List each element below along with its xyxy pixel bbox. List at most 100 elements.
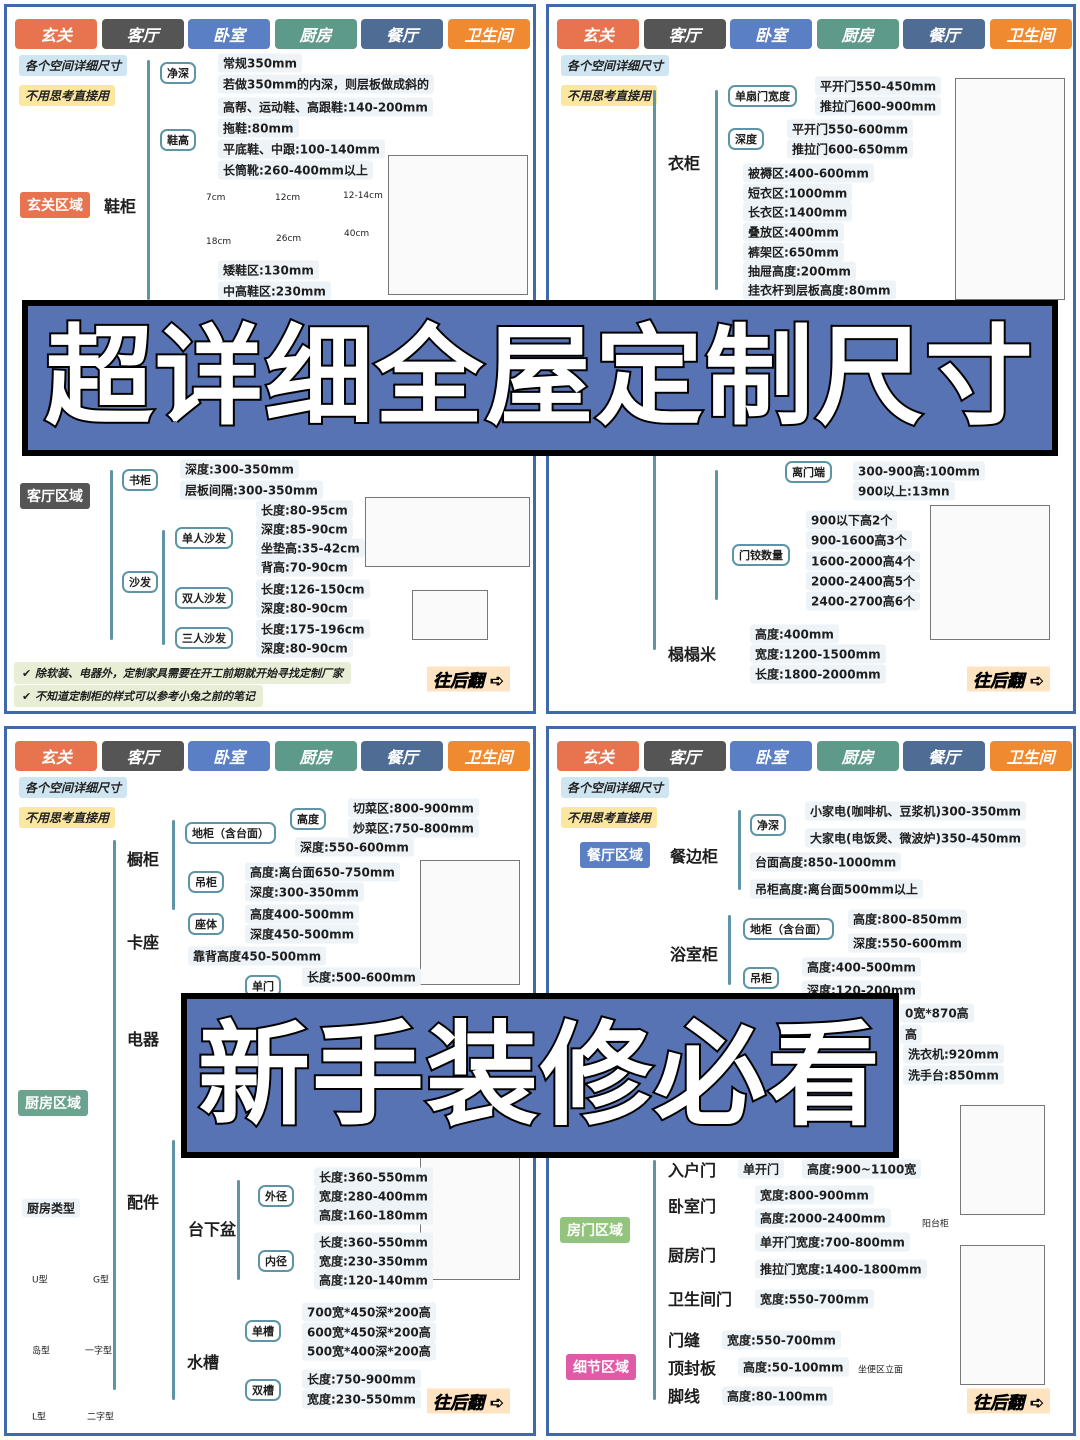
tab-4[interactable]: 餐厅 xyxy=(903,741,985,771)
dimension-illustration xyxy=(960,1105,1045,1215)
figure-caption: 18cm xyxy=(206,237,232,247)
branch-node: 地柜（含台面） xyxy=(185,822,276,844)
tab-3[interactable]: 厨房 xyxy=(816,741,899,771)
dimension-value: 500宽*400深*200高 xyxy=(302,1341,436,1361)
tab-5[interactable]: 卫生间 xyxy=(447,19,530,49)
dimension-value: 长度:750-900mm xyxy=(302,1369,421,1389)
dimension-value: 高度:800-850mm xyxy=(848,909,967,929)
tab-2[interactable]: 卧室 xyxy=(188,741,270,771)
figure-caption: 7cm xyxy=(206,193,226,203)
tab-0[interactable]: 玄关 xyxy=(557,741,639,771)
dimension-value: 坐垫高:35-42cm xyxy=(256,538,365,558)
figure-caption: 26cm xyxy=(276,234,302,244)
dimension-value: 长度:126-150cm xyxy=(256,579,370,599)
tab-1[interactable]: 客厅 xyxy=(101,19,184,49)
dimension-value: 常规350mm xyxy=(218,53,303,73)
header-title: 各个空间详细尺寸 xyxy=(561,55,670,76)
category-label: 橱柜 xyxy=(127,850,160,869)
tab-2[interactable]: 卧室 xyxy=(730,19,812,49)
dimension-value: 900-1600高3个 xyxy=(806,530,912,550)
category-label: 浴室柜 xyxy=(670,945,719,964)
dimension-value: 宽度:280-400mm xyxy=(314,1186,433,1206)
dimension-value: 900以下高2个 xyxy=(806,510,898,530)
header-title: 各个空间详细尺寸 xyxy=(19,777,128,798)
branch-node: 门铰数量 xyxy=(732,544,790,566)
tab-5[interactable]: 卫生间 xyxy=(989,19,1072,49)
dimension-value: 高帮、运动鞋、高跟鞋:140-200mm xyxy=(218,97,433,117)
title-banner: 超详细全屋定制尺寸 xyxy=(22,300,1058,456)
tab-1[interactable]: 客厅 xyxy=(101,741,184,771)
tree-connector xyxy=(715,470,718,600)
dimension-value: 中高鞋区:230mm xyxy=(218,281,331,301)
figure-caption: 岛型 xyxy=(32,1346,51,1357)
branch-node: 离门端 xyxy=(785,461,832,483)
dimension-value: 高度:2000-2400mm xyxy=(755,1208,891,1228)
header-subtitle: 不用思考直接用 xyxy=(19,807,116,828)
dimension-value: 若做350mm的内深，则层板做成斜的 xyxy=(218,74,435,94)
dimension-value: 深度:550-600mm xyxy=(295,837,414,857)
tip-note: ✔ 不知道定制柜的样式可以参考小兔之前的笔记 xyxy=(14,685,264,707)
dimension-value: 矮鞋区:130mm xyxy=(218,260,319,280)
dimension-illustration xyxy=(420,860,520,985)
dimension-value: 高度:50-100mm xyxy=(738,1357,849,1377)
dimension-value: 大家电(电饭煲、微波炉)350-450mm xyxy=(805,828,1027,848)
tab-3[interactable]: 厨房 xyxy=(816,19,899,49)
dimension-value: 宽度:550-700mm xyxy=(722,1330,841,1350)
dimension-value: 高度:400-500mm xyxy=(802,957,921,977)
dimension-value: 高度:120-140mm xyxy=(314,1270,433,1290)
tab-1[interactable]: 客厅 xyxy=(643,19,726,49)
next-page-button[interactable]: 往后翻 ➪ xyxy=(967,1388,1051,1414)
dimension-value: 700宽*450深*200高 xyxy=(302,1302,436,1322)
dimension-value: 2400-2700高6个 xyxy=(806,591,921,611)
tab-4[interactable]: 餐厅 xyxy=(361,741,443,771)
tree-connector xyxy=(147,60,150,300)
tab-2[interactable]: 卧室 xyxy=(730,741,812,771)
dimension-illustration xyxy=(930,505,1050,640)
category-label: 卧室门 xyxy=(668,1197,717,1216)
dimension-value: 高度400-500mm xyxy=(245,904,360,924)
dimension-value: 高 xyxy=(900,1024,923,1044)
branch-node: 深度 xyxy=(728,128,764,150)
tab-4[interactable]: 餐厅 xyxy=(903,19,985,49)
next-page-button[interactable]: 往后翻 ➪ xyxy=(427,1388,511,1414)
dimension-value: 抽屉高度:200mm xyxy=(743,261,856,281)
branch-node: 沙发 xyxy=(122,571,158,593)
region-label: 玄关区域 xyxy=(20,192,90,218)
next-page-button[interactable]: 往后翻 ➪ xyxy=(967,666,1051,692)
tab-0[interactable]: 玄关 xyxy=(557,19,639,49)
dimension-value: 炒菜区:750-800mm xyxy=(348,818,479,838)
dimension-value: 推拉门宽度:1400-1800mm xyxy=(755,1259,927,1279)
dimension-value: 靠背高度450-500mm xyxy=(188,946,327,966)
dimension-value: 平开门550-450mm xyxy=(815,76,942,96)
next-page-button[interactable]: 往后翻 ➪ xyxy=(427,666,511,692)
category-label: 电器 xyxy=(127,1030,160,1049)
dimension-value: 深度:300-350mm xyxy=(245,882,364,902)
dimension-value: 宽度:230-350mm xyxy=(314,1251,433,1271)
branch-node: 高度 xyxy=(290,808,326,830)
tab-5[interactable]: 卫生间 xyxy=(989,741,1072,771)
tab-5[interactable]: 卫生间 xyxy=(447,741,530,771)
tab-3[interactable]: 厨房 xyxy=(274,19,357,49)
dimension-value: 高度:400mm xyxy=(750,624,839,644)
category-label: 脚线 xyxy=(668,1387,701,1406)
dimension-value: 台面高度:850-1000mm xyxy=(750,852,902,872)
tab-2[interactable]: 卧室 xyxy=(188,19,270,49)
header-subtitle: 不用思考直接用 xyxy=(561,807,658,828)
category-label: 水槽 xyxy=(187,1353,220,1372)
branch-node: 鞋高 xyxy=(160,129,196,151)
tab-1[interactable]: 客厅 xyxy=(643,741,726,771)
tab-0[interactable]: 玄关 xyxy=(15,19,97,49)
branch-node: 地柜（含台面） xyxy=(743,918,834,940)
branch-node: 座体 xyxy=(188,913,224,935)
figure-caption: U型 xyxy=(32,1275,48,1286)
branch-node: 单槽 xyxy=(245,1320,281,1342)
tab-3[interactable]: 厨房 xyxy=(274,741,357,771)
tab-0[interactable]: 玄关 xyxy=(15,741,97,771)
dimension-value: 拖鞋:80mm xyxy=(218,118,299,138)
figure-caption: 12cm xyxy=(275,193,301,203)
dimension-value: 长衣区:1400mm xyxy=(743,202,853,222)
tip-note: ✔ 除软装、电器外，定制家具需要在开工前期就开始寻找定制厂家 xyxy=(14,662,352,684)
category-label: 卡座 xyxy=(127,933,160,952)
dimension-value: 小家电(咖啡机、豆浆机)300-350mm xyxy=(805,801,1027,821)
tab-4[interactable]: 餐厅 xyxy=(361,19,443,49)
